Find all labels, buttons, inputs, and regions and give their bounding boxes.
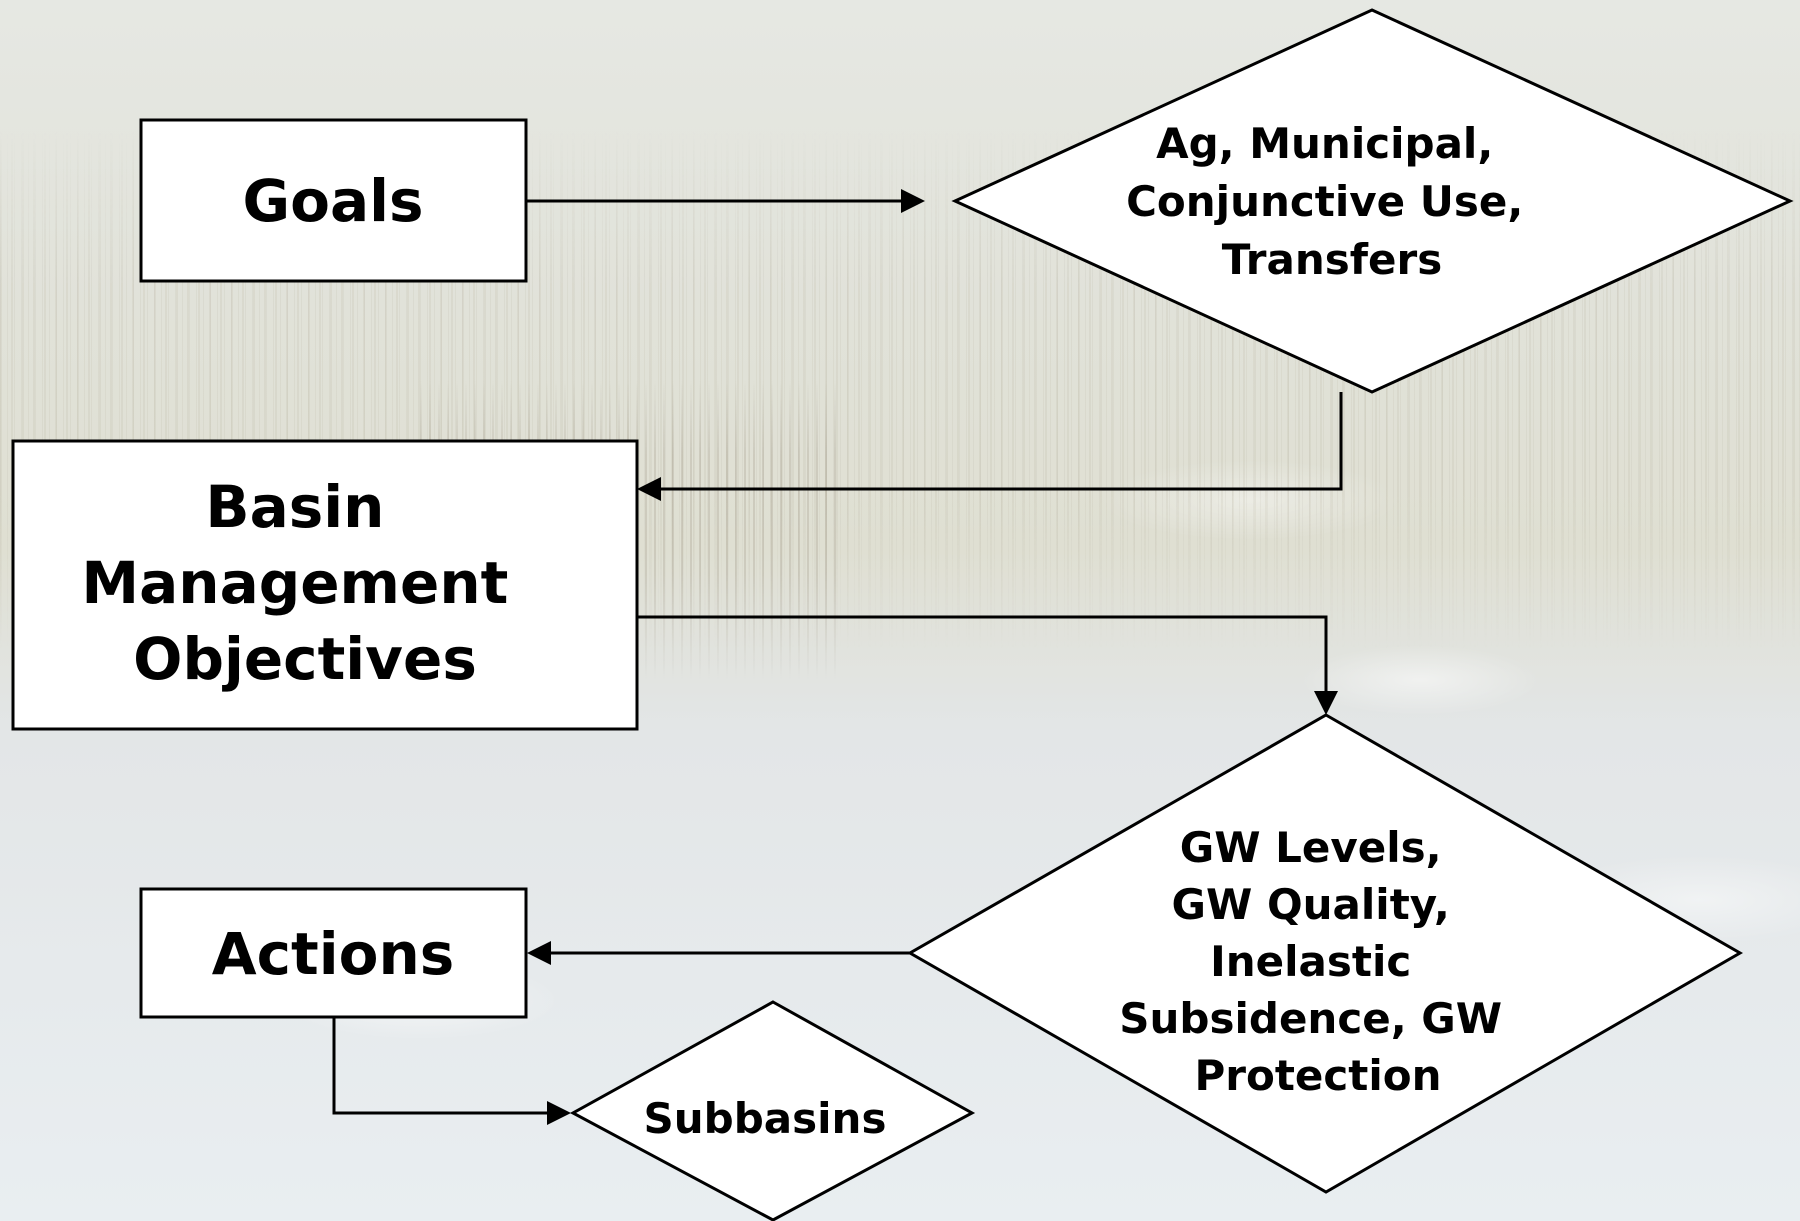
subbasins-diamond: Subbasins: [569, 1000, 976, 1221]
uses-diamond: Ag, Municipal, Conjunctive Use, Transfer…: [951, 8, 1794, 394]
actions-label: Actions: [212, 920, 455, 988]
actions-box: Actions: [139, 887, 528, 1019]
bmo-label-line-3: Objectives: [133, 625, 477, 693]
measures-label-line-5: Protection: [1194, 1051, 1441, 1100]
measures-label: GW Levels, GW Quality, Inelastic Subside…: [1119, 823, 1516, 1100]
goals-label: Goals: [243, 167, 424, 235]
measures-diamond: GW Levels, GW Quality, Inelastic Subside…: [906, 713, 1744, 1194]
measures-label-line-3: Inelastic: [1210, 937, 1411, 986]
arrow-uses-to-bmo: [637, 392, 1343, 501]
subbasins-label: Subbasins: [644, 1094, 887, 1143]
arrow-actions-to-subbasins: [332, 1017, 571, 1125]
uses-label-line-3: Transfers: [1222, 235, 1442, 284]
uses-label-line-2: Conjunctive Use,: [1126, 177, 1523, 226]
measures-label-line-2: GW Quality,: [1172, 880, 1450, 929]
measures-label-line-1: GW Levels,: [1180, 823, 1442, 872]
measures-label-line-4: Subsidence, GW: [1119, 994, 1502, 1043]
bmo-box: Basin Management Objectives: [11, 439, 639, 731]
arrow-bmo-to-measures: [637, 615, 1338, 715]
goals-box: Goals: [139, 118, 528, 283]
bmo-label: Basin Management Objectives: [81, 473, 528, 693]
uses-label-line-1: Ag, Municipal,: [1156, 119, 1493, 168]
uses-label: Ag, Municipal, Conjunctive Use, Transfer…: [1126, 119, 1538, 284]
bmo-label-line-1: Basin: [205, 473, 384, 541]
bmo-label-line-2: Management: [81, 549, 508, 617]
